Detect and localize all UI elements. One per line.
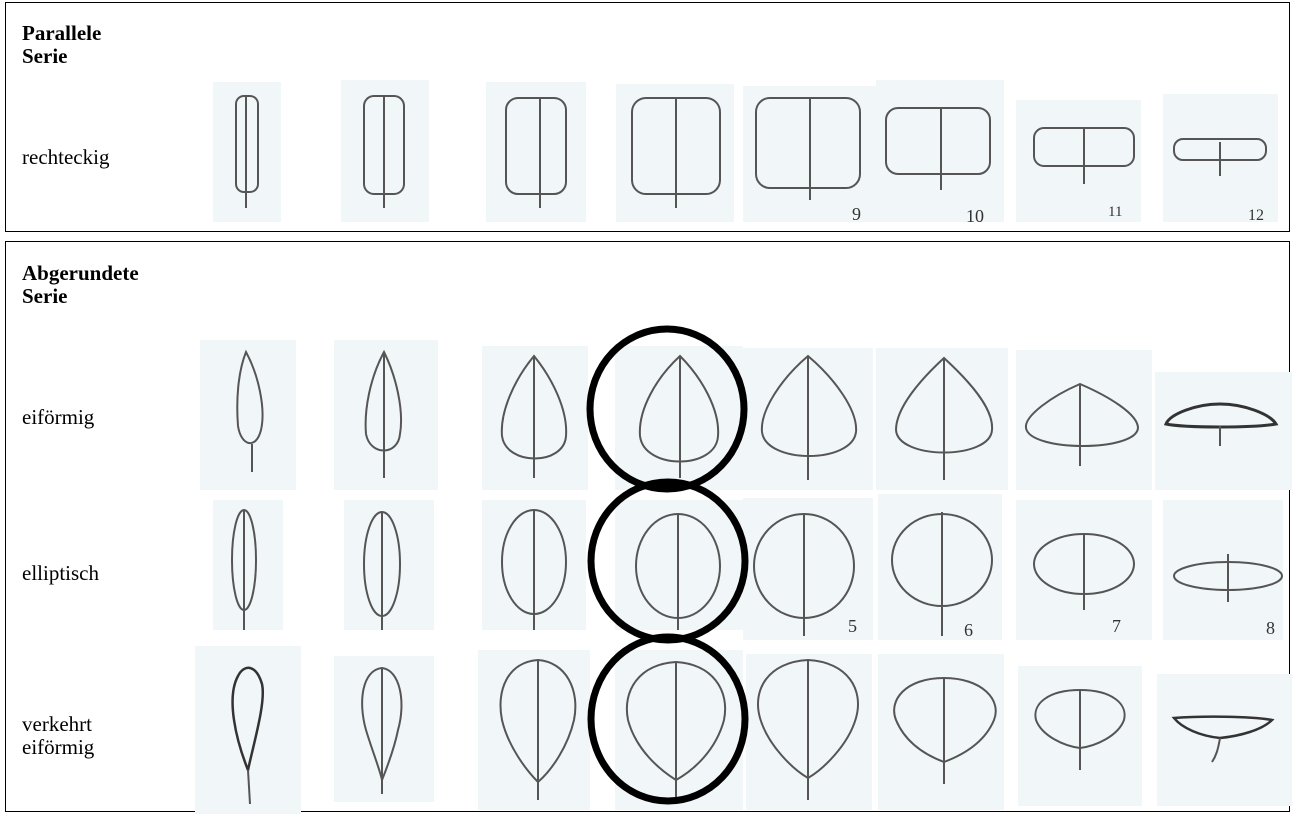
elliptic-leaf-3 — [482, 500, 586, 630]
obovate-leaf-8 — [1157, 674, 1292, 806]
size-number-9: 9 — [852, 204, 861, 224]
obovate-leaf-4 — [615, 650, 743, 810]
obovate-leaf-1 — [195, 646, 301, 814]
elliptic-leaf-6 — [878, 494, 1002, 640]
rect-leaf-1 — [213, 82, 281, 222]
size-number-8: 8 — [1266, 618, 1275, 638]
size-number-7: 7 — [1112, 616, 1121, 636]
size-number-5: 5 — [848, 616, 857, 636]
ovate-leaf-5 — [743, 348, 873, 490]
rect-leaf-3 — [486, 82, 586, 222]
ovate-leaf-4 — [615, 346, 743, 490]
obovate-leaf-6 — [878, 654, 1004, 810]
rect-leaf-4 — [616, 84, 734, 222]
elliptic-leaf-7 — [1016, 500, 1152, 640]
size-number-12: 12 — [1248, 207, 1264, 224]
ovate-leaf-8 — [1155, 372, 1292, 490]
rect-leaf-8 — [1163, 94, 1278, 222]
ovate-leaf-1 — [200, 340, 296, 490]
size-number-10: 10 — [966, 206, 984, 226]
ovate-leaf-7 — [1016, 350, 1152, 490]
size-number-11: 11 — [1108, 204, 1122, 220]
elliptic-leaf-8 — [1163, 500, 1283, 640]
ovate-leaf-3 — [482, 346, 588, 490]
obovate-leaf-5 — [746, 654, 872, 810]
obovate-leaf-7 — [1018, 666, 1142, 806]
rect-leaf-2 — [341, 80, 429, 222]
ovate-leaf-2 — [334, 340, 438, 490]
size-number-6: 6 — [964, 620, 973, 640]
obovate-leaf-3 — [478, 650, 590, 810]
elliptic-leaf-2 — [344, 500, 434, 630]
rect-leaf-5 — [743, 86, 876, 222]
ovate-leaf-6 — [876, 348, 1008, 490]
obovate-leaf-2 — [334, 656, 434, 802]
rect-leaf-6 — [876, 80, 1004, 222]
elliptic-leaf-1 — [213, 500, 283, 630]
